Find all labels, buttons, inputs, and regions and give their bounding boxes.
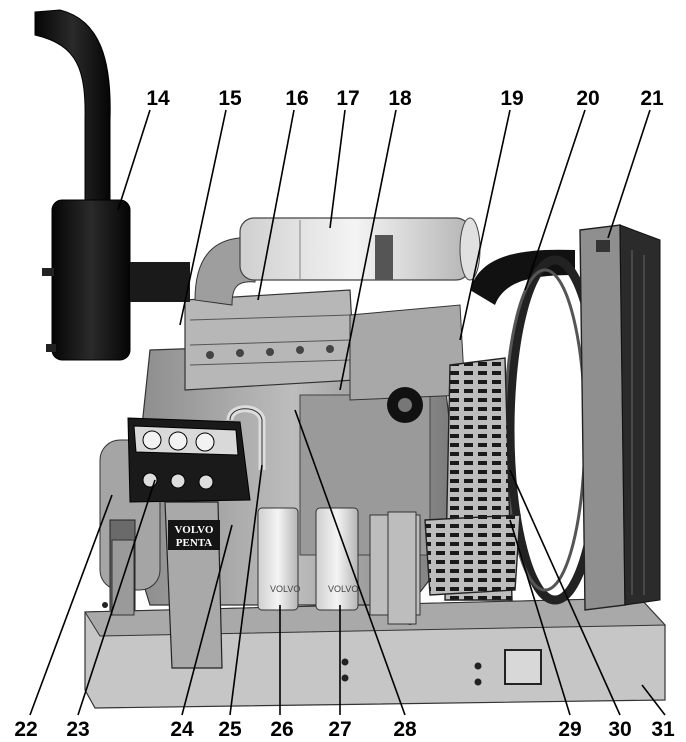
callout-31: 31 bbox=[651, 718, 675, 741]
leader-14 bbox=[117, 109, 151, 211]
leader-20 bbox=[524, 109, 586, 291]
leader-25 bbox=[229, 464, 263, 716]
leader-29 bbox=[509, 519, 571, 716]
callout-26: 26 bbox=[270, 718, 293, 741]
callout-16: 16 bbox=[285, 87, 308, 110]
rocker-cover bbox=[184, 289, 466, 401]
callouts-top: 14 15 16 17 18 19 20 21 bbox=[146, 87, 664, 110]
leader-24 bbox=[181, 524, 233, 716]
leader-21 bbox=[607, 109, 651, 239]
base-frame bbox=[84, 597, 667, 709]
exhaust-muffler bbox=[34, 9, 190, 361]
callout-30: 30 bbox=[608, 718, 631, 741]
leader-28 bbox=[294, 409, 406, 716]
leader-17 bbox=[329, 109, 346, 229]
filter-label-left: VOLVO bbox=[270, 584, 300, 594]
callout-18: 18 bbox=[388, 87, 412, 110]
callout-21: 21 bbox=[640, 87, 664, 110]
fuel-filters: VOLVO VOLVO bbox=[226, 405, 359, 611]
fan-guard bbox=[424, 357, 521, 601]
instrument-panel bbox=[127, 417, 251, 503]
leader-22 bbox=[29, 494, 113, 716]
callout-27: 27 bbox=[328, 718, 351, 741]
callout-29: 29 bbox=[558, 718, 581, 741]
leader-15 bbox=[179, 109, 227, 326]
leader-19 bbox=[459, 109, 511, 341]
oil-filler-cap bbox=[387, 387, 423, 423]
leader-18 bbox=[339, 109, 397, 391]
callout-20: 20 bbox=[576, 87, 599, 110]
callout-14: 14 bbox=[146, 87, 170, 110]
leader-30 bbox=[509, 469, 621, 716]
callout-24: 24 bbox=[170, 718, 194, 741]
leader-23 bbox=[77, 479, 156, 716]
leader-lines bbox=[29, 109, 666, 716]
filter-label-right: VOLVO bbox=[328, 584, 358, 594]
air-intake bbox=[194, 217, 481, 306]
callout-19: 19 bbox=[500, 87, 523, 110]
callout-17: 17 bbox=[336, 87, 359, 110]
brand-line-1: VOLVO bbox=[175, 524, 214, 536]
panel-stand: VOLVO PENTA bbox=[164, 501, 223, 669]
leader-16 bbox=[257, 109, 295, 301]
leader-31 bbox=[641, 684, 666, 716]
callout-28: 28 bbox=[393, 718, 417, 741]
callout-23: 23 bbox=[66, 718, 89, 741]
brand-line-2: PENTA bbox=[176, 537, 213, 549]
callout-15: 15 bbox=[218, 87, 242, 110]
callout-22: 22 bbox=[14, 718, 37, 741]
callout-25: 25 bbox=[218, 718, 242, 741]
callouts-bottom: 22 23 24 25 26 27 28 29 30 31 bbox=[14, 718, 675, 741]
